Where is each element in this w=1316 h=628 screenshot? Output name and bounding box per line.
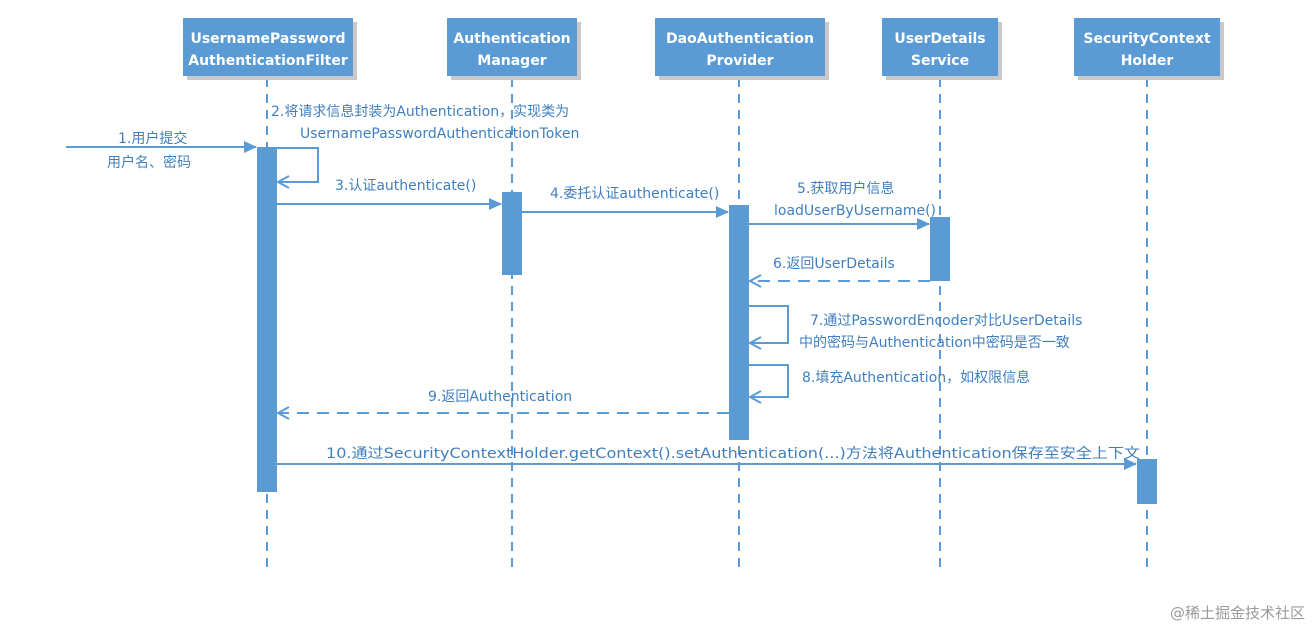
participant-provider-line1: DaoAuthentication	[666, 31, 814, 47]
msg-5-label-line2: loadUserByUsername()	[774, 203, 936, 219]
activation-provider	[729, 205, 749, 440]
activation-filter	[257, 147, 277, 492]
participant-filter: UsernamePassword AuthenticationFilter	[183, 18, 357, 80]
msg-10-label: 10.通过SecurityContextHolder.getContext().…	[326, 445, 1140, 462]
participant-filter-line2: AuthenticationFilter	[188, 53, 348, 69]
msg-2-label-line2: UsernamePasswordAuthenticationToken	[300, 126, 579, 142]
participant-manager: Authentication Manager	[447, 18, 581, 80]
participant-filter-line1: UsernamePassword	[190, 31, 345, 47]
msg-2-label-line1: 2.将请求信息封装为Authentication，实现类为	[271, 103, 569, 120]
participant-uds: UserDetails Service	[882, 18, 1002, 80]
msg-1-label-line1: 1.用户提交	[118, 130, 187, 147]
participant-holder-line1: SecurityContext	[1083, 31, 1210, 47]
activation-holder	[1137, 459, 1157, 504]
msg-9-label: 9.返回Authentication	[428, 389, 572, 405]
participant-uds-line1: UserDetails	[894, 31, 985, 47]
msg-4-label: 4.委托认证authenticate()	[550, 186, 719, 202]
participant-manager-line1: Authentication	[453, 31, 570, 47]
participant-provider: DaoAuthentication Provider	[655, 18, 829, 80]
msg-6-label: 6.返回UserDetails	[773, 256, 895, 272]
activation-uds	[930, 217, 950, 281]
msg-7-label-line1: 7.通过PasswordEncoder对比UserDetails	[810, 313, 1082, 329]
msg-1-label-line2: 用户名、密码	[107, 154, 191, 171]
participant-provider-line2: Provider	[706, 53, 773, 69]
activation-manager	[502, 192, 522, 275]
msg-3-label: 3.认证authenticate()	[335, 178, 476, 194]
msg-7-arrow	[749, 305, 789, 343]
msg-2-arrow	[277, 147, 319, 182]
participant-holder-line2: Holder	[1121, 53, 1174, 69]
participant-manager-line2: Manager	[477, 53, 546, 69]
msg-8-label: 8.填充Authentication，如权限信息	[802, 369, 1030, 386]
msg-5-label-line1: 5.获取用户信息	[797, 180, 894, 197]
msg-8-arrow	[749, 364, 789, 397]
msg-7-label-line2: 中的密码与Authentication中密码是否一致	[799, 334, 1070, 351]
participant-uds-line2: Service	[911, 53, 969, 69]
watermark: @稀土掘金技术社区	[1170, 604, 1305, 622]
participant-holder: SecurityContext Holder	[1074, 18, 1224, 80]
